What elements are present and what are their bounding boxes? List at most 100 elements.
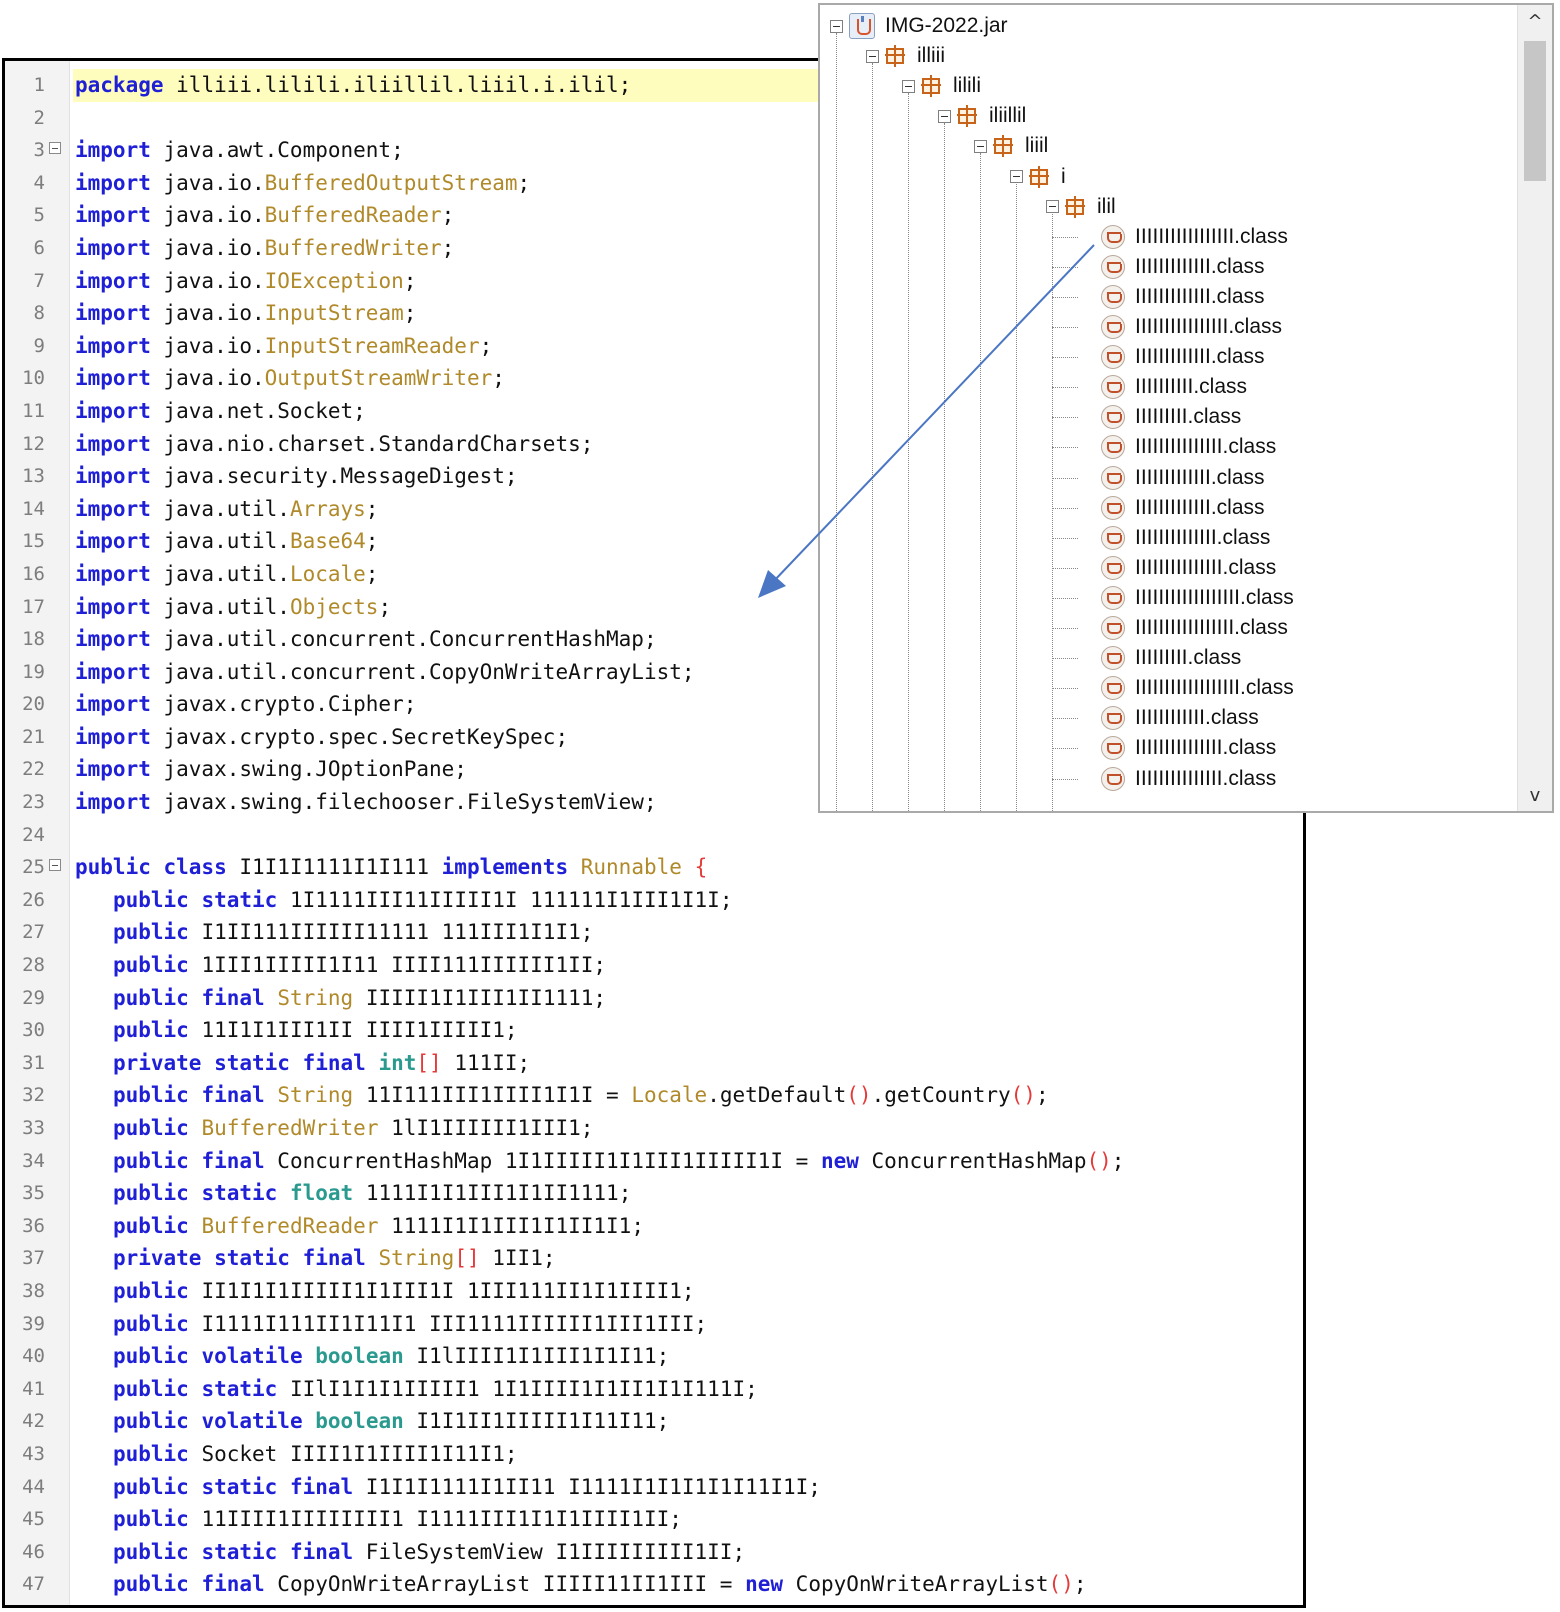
class-name: IIIIIIIIIIIII.class [1135,284,1265,308]
tree-node-package[interactable]: ilil [1046,192,1116,222]
tree-node-class[interactable]: IIIIIIIIIIII.class [1082,703,1259,733]
tree-scrollbar[interactable]: ^ v [1517,5,1552,811]
scroll-thumb[interactable] [1524,41,1546,181]
line-number: 6 [33,236,45,259]
code-token-kw: public volatile [112,1344,303,1369]
tree-node-jar[interactable]: IMG-2022.jar [830,11,1008,41]
tree-node-class[interactable]: IIIIIIIIIIIIIIIIII.class [1082,583,1294,613]
code-token-plain [366,1051,379,1075]
tree-branch-line [1052,567,1078,569]
line-number: 26 [22,888,45,911]
code-text [73,1601,1303,1605]
collapse-toggle-icon[interactable] [974,139,987,153]
tree-node-package[interactable]: liiil [974,131,1048,161]
tree-node-class[interactable]: IIIIIIIII.class [1082,402,1241,432]
code-line: 29 public final String IIIII1I1III1II111… [5,982,1303,1015]
code-token-kw: import [75,627,151,652]
code-token-plain [189,1116,202,1140]
tree-node-class[interactable]: IIIIIIIIIIIIIII.class [1082,432,1276,462]
package-icon-stroke [1038,165,1040,188]
tree-node-class[interactable]: IIIIIIIIIIIIIIIIII.class [1082,673,1294,703]
code-token-plain: java.io. [150,333,265,358]
class-name: IIIIIIIIIIIIIIII.class [1135,315,1283,338]
code-token-plain: javax.swing.filechooser.FileSystemView; [150,790,657,815]
code-token-kw: public [112,1441,189,1466]
tree-node-class[interactable]: IIIIIIIIIIIIIIIII.class [1082,613,1288,643]
line-number: 12 [22,432,45,455]
code-token-brk: [] [454,1246,480,1271]
tree-node-class[interactable]: IIIIIIIIIIIII.class [1082,342,1265,372]
code-text: import java.io.BufferedWriter; [73,232,1303,265]
code-token-plain [75,1083,113,1107]
tree-node-package[interactable]: iliillil [938,101,1026,131]
code-line: 46 public static final FileSystemView I1… [5,1536,1303,1569]
code-text: private static final String[] 1II1; [73,1242,1303,1275]
code-text: import java.security.MessageDigest; [73,460,1303,493]
code-text: import java.io.OutputStreamWriter; [73,362,1303,395]
tree-node-class[interactable]: IIIIIIIIIIIIIII.class [1082,733,1276,763]
code-token-plain [75,1442,113,1466]
collapse-toggle-icon[interactable] [902,79,915,93]
code-token-kw: public [112,920,189,945]
tree-branch-line [1052,327,1078,328]
package-icon-stroke [1074,195,1076,218]
code-token-kw: public [112,1278,189,1303]
tree-node-class[interactable]: IIIIIIIIIIIII.class [1082,252,1265,282]
collapse-toggle-icon[interactable] [1046,200,1059,214]
class-file-icon [1101,646,1125,671]
tree-node-class[interactable]: IIIIIIIIIIIIIIII.class [1082,312,1282,342]
tree-branch-line [1052,357,1078,359]
tree-node-class[interactable]: IIIIIIIIIIIII.class [1082,493,1265,523]
code-line: 33 public BufferedWriter 1lI1IIIIII1III1… [5,1112,1303,1145]
tree-node-class[interactable]: IIIIIIIIIIIII.class [1082,463,1265,493]
code-token-type: BufferedReader [264,203,442,228]
code-token-kw: import [75,659,151,684]
fold-toggle-icon[interactable] [49,142,61,155]
tree-node-class[interactable]: IIIIIIIIII.class [1082,372,1247,402]
tree-node-class[interactable]: IIIIIIIIIIIII.class [1082,282,1265,312]
jar-name: IMG-2022.jar [885,14,1008,37]
scroll-up-icon[interactable]: ^ [1527,10,1543,32]
code-text: import java.io.InputStreamReader; [73,330,1303,363]
tree-node-class[interactable]: IIIIIIIIIIIIIII.class [1082,553,1276,583]
collapse-toggle-icon[interactable] [830,19,843,33]
tree-node-package[interactable]: lilili [902,71,981,101]
code-token-kw: public static [112,1181,278,1206]
fold-toggle-icon[interactable] [49,859,61,872]
code-token-type: Locale [289,561,366,586]
tree-node-package[interactable]: illiii [866,41,945,71]
package-name: ilil [1097,194,1116,218]
tree-node-class[interactable]: IIIIIIIIIIIIIIIII.class [1082,222,1288,252]
line-number: 32 [22,1084,45,1107]
code-token-plain [75,986,113,1010]
package-icon [885,45,907,68]
code-token-plain: java.io. [150,366,265,391]
tree-node-class[interactable]: IIIIIIIIIIIIIII.class [1082,764,1276,794]
code-token-plain: .getCountry [871,1083,1011,1108]
code-token-prim: boolean [315,1344,404,1369]
tree-node-class[interactable]: IIIIIIIII.class [1082,643,1241,673]
code-line: 42 public volatile boolean I1I1II1IIIII1… [5,1405,1303,1438]
tree-branch-line [1052,748,1078,750]
class-file-icon [1101,616,1125,640]
code-token-plain: I1111I111II1I11I1 III1111IIIIII1III1III; [188,1311,708,1336]
code-token-plain: I1II111IIIIII11111 111III1I1I1; [188,920,594,945]
collapse-toggle-icon[interactable] [938,109,951,123]
scroll-down-icon[interactable]: v [1529,784,1541,806]
collapse-toggle-icon[interactable] [1010,170,1023,183]
code-line: 30 public 11I1I1III1II IIII1IIIII1; [5,1014,1303,1047]
code-token-kw: import [75,235,151,260]
tree-node-package[interactable]: i [1010,162,1066,192]
tree-node-class[interactable]: IIIIIIIIIIIIII.class [1082,523,1270,553]
class-file-icon [1101,585,1125,610]
code-text: import java.util.Arrays; [73,493,1303,526]
collapse-toggle-icon[interactable] [866,49,879,63]
line-number: 10 [22,367,45,390]
